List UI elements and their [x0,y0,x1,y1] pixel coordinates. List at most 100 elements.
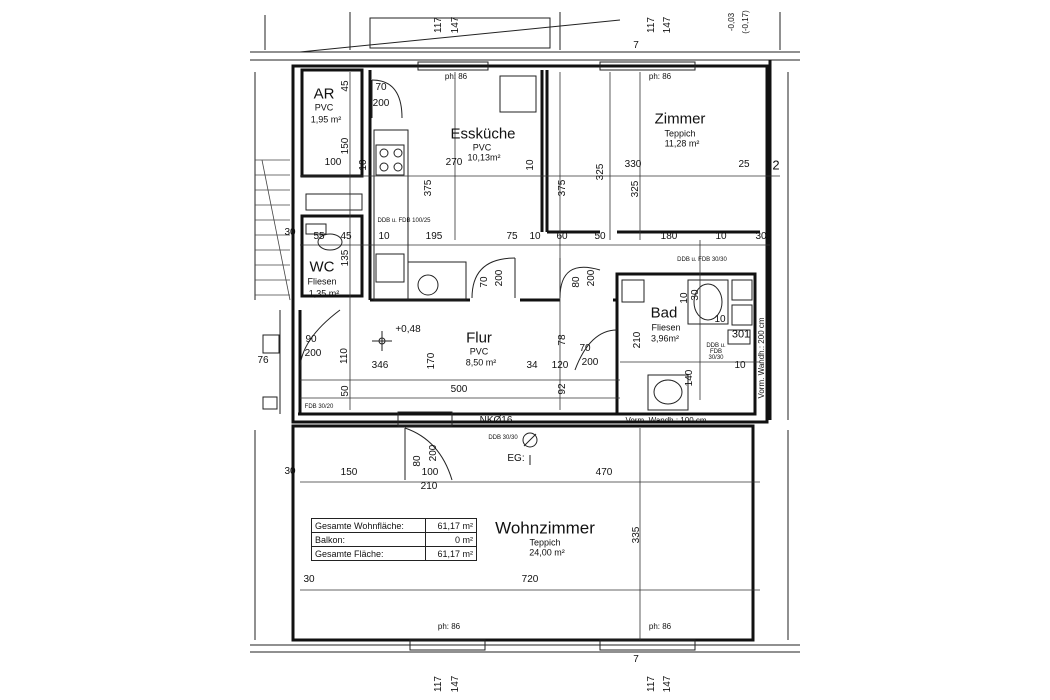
top-elev-b: (-0,17) [741,10,750,34]
room-bad-floor: Fliesen [651,322,681,333]
dim-text: 78 [557,334,568,346]
level-label: +0,48 [395,324,421,335]
ph-top-left: ph: 86 [444,72,468,81]
dim-text: 70 [375,82,387,93]
table-row: Balkon: 0 m² [310,532,477,547]
room-wohnzimmer-area: 24,00 m² [529,547,565,558]
dim-text: 210 [420,481,438,492]
dimension-lines [300,72,780,640]
area-label: Gesamte Wohnfläche: [310,518,427,533]
dim-text: 150 [340,137,351,155]
dim-text: 30 [284,466,296,477]
area-label: Gesamte Fläche: [310,546,427,561]
ph-top-right: ph: 86 [648,72,672,81]
dim-text: 10 [715,231,727,242]
dim-text: 60 [556,231,568,242]
ddb-eg-label: DDB 30/30 [488,435,518,441]
room-esskueche-name: Essküche [450,125,516,143]
ph-bottom-right: ph: 86 [648,622,672,631]
dim-text: 375 [557,179,568,197]
bath-fixtures [621,279,753,411]
vorm-bad-label: Vorm. Wandh.: 100 cm [625,416,707,425]
room-flur-area: 8,50 m² [465,357,497,368]
dim-text: 70 [579,343,591,354]
ddb-bad-right-label: DDB u. FDB 30/30 [706,343,726,361]
dim-text: 100 [324,157,342,168]
dim-text: 75 [506,231,518,242]
room-wohnzimmer-floor: Teppich [529,537,561,548]
room-wc-floor: Fliesen [307,276,337,287]
dim-text: 117 [646,676,657,692]
dim-text: 210 [632,331,643,349]
dim-text: 180 [660,231,678,242]
dim-text: 147 [450,675,461,693]
dim-text: 117 [433,676,444,692]
table-row: Gesamte Wohnfläche: 61,17 m² [310,518,477,533]
dim-text: 147 [450,16,461,34]
dim-text: 10 [679,292,690,304]
dim-text: 70 [479,276,490,288]
windows [397,61,696,651]
stair-hatch [255,159,291,301]
dim-text: 200 [494,269,505,287]
dim-text: 25 [738,159,750,170]
room-zimmer-floor: Teppich [664,128,696,139]
dim-text: 325 [595,163,606,181]
dim-text: 90 [305,334,317,345]
kitchen-fixtures [373,75,537,301]
dim-text: 500 [450,384,468,395]
dim-text: 140 [684,369,695,387]
dim-text: 10 [529,231,541,242]
room-bad-name: Bad [650,304,678,322]
dim-text: 80 [571,276,582,288]
ph-bottom-left: ph: 86 [437,622,461,631]
dim-text: 10 [734,360,746,371]
dim-text: 375 [423,179,434,197]
dim-text: 80 [412,455,423,467]
room-wc-area: 1,35 m² [308,288,340,299]
dim-text: 170 [426,352,437,370]
dim-text: 100 [421,467,439,478]
room-esskueche-floor: PVC [472,142,492,153]
dim-text: 195 [425,231,443,242]
area-summary-table: Gesamte Wohnfläche: 61,17 m² Balkon: 0 m… [310,518,477,561]
dim-text: 7 [633,654,639,665]
dim-text: 270 [445,157,463,168]
interior-walls [298,68,760,416]
dim-text: 45 [340,80,351,92]
ddb-bad-label: DDB u. FDB 30/30 [677,257,727,263]
room-esskueche-area: 10,13m² [467,152,501,163]
dim-text: 76 [257,355,269,366]
dim-text: 720 [521,574,539,585]
dim-text: 92 [557,383,568,395]
dim-text: 346 [371,360,389,371]
room-wc-name: WC [309,258,335,276]
dim-text: 325 [630,180,641,198]
dim-text: 135 [340,249,351,267]
room-ar-floor: PVC [314,102,334,113]
neighbour-walls [250,12,800,653]
dim-text: 10 [714,314,726,325]
dim-text: 147 [662,675,673,693]
dim-text: 7 [633,40,639,51]
eg-label: EG: [507,453,525,464]
dim-text: 45 [340,231,352,242]
nk-label: NKØ16 [479,415,513,426]
dim-text: 30 [690,289,701,301]
outer-walls [291,60,772,642]
dim-text: 200 [304,348,322,359]
dim-text: 117 [646,17,657,33]
dim-text: 335 [631,526,642,544]
dim-text: 200 [428,444,439,462]
dim-text: 301 [731,328,751,341]
room-zimmer-area: 11,28 m² [664,138,700,149]
dim-text: 50 [340,385,351,397]
dim-text: 330 [624,159,642,170]
room-flur-floor: PVC [469,346,489,357]
area-value: 0 m² [425,532,477,547]
dim-text: 200 [586,269,597,287]
dim-text: 30 [755,231,767,242]
dim-text: 200 [372,98,390,109]
level-marker [372,331,392,351]
